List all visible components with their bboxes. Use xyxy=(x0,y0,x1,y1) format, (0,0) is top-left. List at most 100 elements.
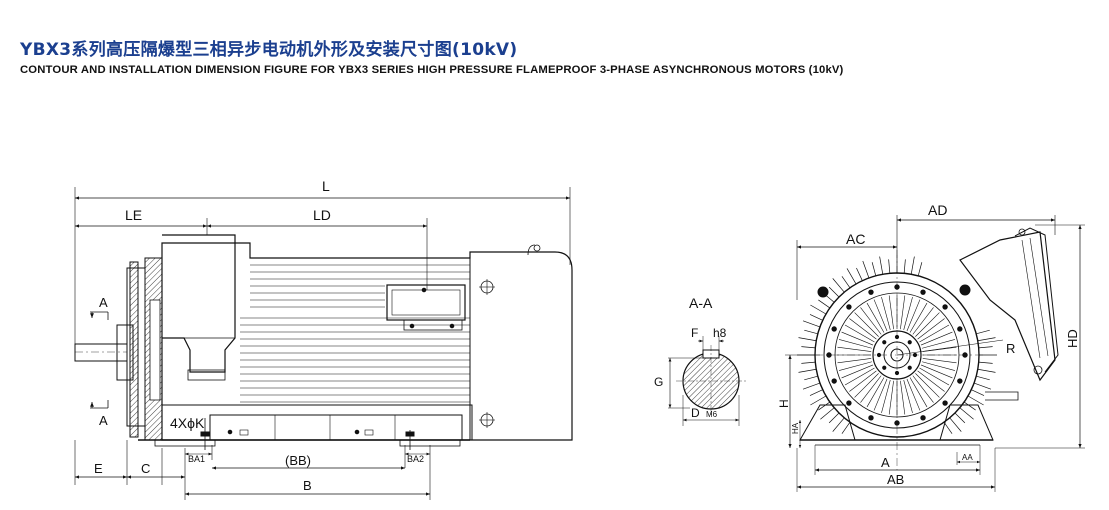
cover-bolt xyxy=(831,378,837,384)
title-chinese: YBX3系列高压隔爆型三相异步电动机外形及安装尺寸图(10kV) xyxy=(20,40,518,60)
inner-rib xyxy=(837,358,872,364)
inner-rib xyxy=(917,318,945,340)
bearing-bolt xyxy=(882,365,887,370)
tolerance-m6: M6 xyxy=(706,410,718,419)
cover-bolt xyxy=(957,378,963,384)
inner-rib xyxy=(854,312,879,337)
inner-rib xyxy=(866,302,885,333)
dim-label-hd: HD xyxy=(1065,329,1080,348)
title-english: CONTOUR AND INSTALLATION DIMENSION FIGUR… xyxy=(20,64,844,76)
cooling-fin xyxy=(976,329,990,335)
cooling-fin xyxy=(862,260,870,279)
cooling-fin xyxy=(798,368,817,373)
cover-bolt xyxy=(920,289,926,295)
inner-rib xyxy=(881,380,891,414)
cooling-fin xyxy=(978,361,993,364)
inner-rib xyxy=(922,339,956,349)
cooling-fin xyxy=(798,337,817,342)
cover-bolt xyxy=(868,289,874,295)
cooling-fin xyxy=(977,337,996,342)
bearing-bolt xyxy=(894,370,900,376)
dim-label-g: G xyxy=(654,375,663,389)
cooling-fin xyxy=(809,314,823,321)
inner-rib xyxy=(915,312,940,337)
inner-rib xyxy=(841,331,874,346)
dim-label-e: E xyxy=(94,461,103,476)
section-view xyxy=(668,336,746,426)
inner-rib xyxy=(906,378,921,411)
cooling-fin xyxy=(977,368,996,373)
dim-label-f: F xyxy=(691,326,698,340)
hole-label: 4XϕK xyxy=(170,415,205,431)
end-view xyxy=(785,215,1085,492)
dim-label-aa: AA xyxy=(962,453,973,462)
cooling-fin xyxy=(828,286,840,298)
section-title: A-A xyxy=(689,295,713,311)
dim-label-ba1: BA1 xyxy=(188,454,205,464)
inner-rib xyxy=(888,295,894,330)
inner-rib xyxy=(849,370,877,392)
cooling-fin xyxy=(978,346,993,349)
cooling-fin xyxy=(949,417,962,432)
inner-rib xyxy=(922,361,956,371)
inner-rib xyxy=(866,377,885,408)
dim-label-b: B xyxy=(303,478,312,493)
cooling-fin xyxy=(818,401,831,411)
cooling-fin xyxy=(963,401,976,411)
cooling-fin xyxy=(802,382,821,390)
bearing-bolt xyxy=(894,334,900,340)
dim-label-ba2: BA2 xyxy=(407,454,424,464)
dim-label-bb: (BB) xyxy=(285,453,311,468)
cooling-fin xyxy=(832,278,845,293)
cover-bolt xyxy=(826,352,832,358)
cooling-fin xyxy=(910,256,915,275)
cooling-fin xyxy=(903,259,906,274)
cover-bolt xyxy=(920,415,926,421)
dim-label-ld: LD xyxy=(313,207,331,223)
cooling-fin xyxy=(809,389,823,396)
cooling-fin xyxy=(832,417,845,432)
inner-rib xyxy=(900,380,906,415)
inner-rib xyxy=(917,370,945,392)
bearing-bolt xyxy=(907,365,912,370)
inner-rib xyxy=(860,307,882,335)
inner-rib xyxy=(919,324,950,343)
inner-rib xyxy=(920,364,953,379)
cooling-fin xyxy=(804,329,818,335)
cover-bolt xyxy=(962,352,968,358)
inner-rib xyxy=(903,380,913,414)
cover-bolt xyxy=(868,415,874,421)
bearing-bolt xyxy=(912,352,918,358)
cover-bolt xyxy=(942,400,948,406)
dim-label-d: D xyxy=(691,406,700,420)
cover-bolt xyxy=(831,326,837,332)
cooling-fin xyxy=(828,412,840,424)
cooling-fin xyxy=(810,395,827,406)
inner-rib xyxy=(873,378,888,411)
inner-rib xyxy=(837,346,872,352)
inner-rib xyxy=(915,373,940,398)
inner-rib xyxy=(854,373,879,398)
cooling-fin xyxy=(971,389,985,396)
tolerance-h8: h8 xyxy=(713,326,727,340)
inner-rib xyxy=(838,361,872,371)
cooling-fin xyxy=(841,421,851,434)
cooling-fin xyxy=(801,346,816,349)
cover-bolt xyxy=(894,420,900,426)
inner-rib xyxy=(844,367,875,386)
cooling-fin xyxy=(802,320,821,328)
dim-label-ac: AC xyxy=(846,231,865,247)
cooling-fin xyxy=(841,276,851,289)
cooling-fin xyxy=(810,304,827,315)
cooling-fin xyxy=(888,259,891,274)
cooling-fin xyxy=(973,382,992,390)
inner-rib xyxy=(920,331,953,346)
inner-rib xyxy=(919,367,950,386)
cooling-fin xyxy=(804,375,818,381)
cooling-fin xyxy=(801,361,816,364)
section-mark-bottom: A xyxy=(99,413,108,428)
bearing-bolt xyxy=(907,340,912,345)
dim-label-ab: AB xyxy=(887,472,904,487)
cooling-fin xyxy=(917,262,923,276)
inner-rib xyxy=(912,307,934,335)
